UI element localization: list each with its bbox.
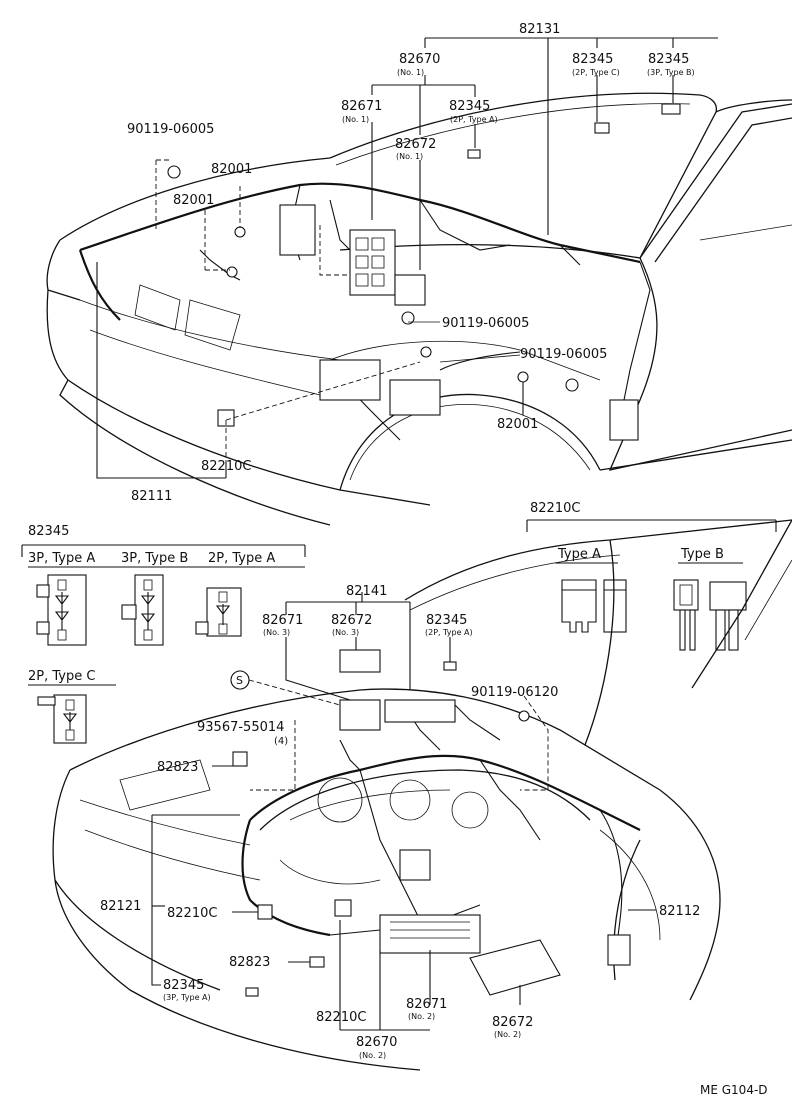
legend-fuse-type-a: Type A bbox=[557, 547, 601, 562]
callout-82345-bot-sub: (3P, Type A) bbox=[163, 993, 211, 1002]
fuse-type-a-icon bbox=[561, 579, 627, 633]
callout-82670-no1-sub: (No. 1) bbox=[397, 68, 424, 77]
legend-type-3p-b: 3P, Type B bbox=[121, 551, 188, 566]
callout-82210c-top: 82210C bbox=[201, 459, 251, 474]
callout-82345-2p-type-c-sub: (2P, Type C) bbox=[572, 68, 620, 77]
bottom-car-drawing bbox=[52, 519, 792, 1071]
callout-82001-a: 82001 bbox=[211, 162, 252, 177]
callout-82672-no1-sub: (No. 1) bbox=[396, 152, 423, 161]
connector-3p-type-b-icon bbox=[121, 574, 164, 646]
callout-82345-2p-type-c: 82345 bbox=[572, 52, 613, 67]
callout-82823-b: 82823 bbox=[229, 955, 270, 970]
callout-82670-no2-sub: (No. 2) bbox=[359, 1051, 386, 1060]
callout-82345-2p-type-a-sub: (2P, Type A) bbox=[450, 115, 498, 124]
top-leader-lines bbox=[96, 37, 718, 479]
callout-82112: 82112 bbox=[659, 904, 700, 919]
legend-type-2p-c: 2P, Type C bbox=[28, 669, 95, 684]
connector-legend: 82345 3P, Type A 3P, Type B 2P, Type A bbox=[21, 524, 306, 744]
callout-82672-no2: 82672 bbox=[492, 1015, 533, 1030]
callout-82672-no3-sub: (No. 3) bbox=[332, 628, 359, 637]
callout-82670-no1: 82670 bbox=[399, 52, 440, 67]
callout-82671-no2-sub: (No. 2) bbox=[408, 1012, 435, 1021]
bottom-leader-lines bbox=[151, 592, 656, 1031]
callout-82672-no3: 82672 bbox=[331, 613, 372, 628]
connector-2p-type-a-icon bbox=[195, 587, 242, 637]
callout-82672-no1: 82672 bbox=[395, 137, 436, 152]
callout-82671-no3-sub: (No. 3) bbox=[263, 628, 290, 637]
legend-fuse-type-b: Type B bbox=[680, 547, 724, 562]
legend-82345-heading: 82345 bbox=[28, 524, 69, 539]
callout-82671-no2: 82671 bbox=[406, 997, 447, 1012]
callout-82345-3p-type-b-sub: (3P, Type B) bbox=[647, 68, 695, 77]
callout-90119-06005-c: 90119-06005 bbox=[520, 347, 607, 362]
connector-3p-type-a-icon bbox=[36, 574, 87, 646]
callout-82210c-bot: 82210C bbox=[316, 1010, 366, 1025]
callout-82001-c: 82001 bbox=[497, 417, 538, 432]
s-mark-letter: S bbox=[236, 674, 243, 687]
callout-82670-no2: 82670 bbox=[356, 1035, 397, 1050]
callout-82345-2p-type-a: 82345 bbox=[449, 99, 490, 114]
s-mark-circle bbox=[230, 670, 250, 690]
callout-90119-06005-a: 90119-06005 bbox=[127, 122, 214, 137]
callout-82671-no1: 82671 bbox=[341, 99, 382, 114]
callout-82111: 82111 bbox=[131, 489, 172, 504]
callout-90119-06120: 90119-06120 bbox=[471, 685, 558, 700]
callout-82345-mid-sub: (2P, Type A) bbox=[425, 628, 473, 637]
legend-82210c-heading: 82210C bbox=[530, 501, 580, 516]
legend-type-2p-a: 2P, Type A bbox=[208, 551, 275, 566]
callout-82345-mid: 82345 bbox=[426, 613, 467, 628]
fuse-legend: 82210C Type A Type B bbox=[526, 501, 777, 651]
callout-82131: 82131 bbox=[519, 22, 560, 37]
callout-90119-06005-b: 90119-06005 bbox=[442, 316, 529, 331]
callout-82671-no1-sub: (No. 1) bbox=[342, 115, 369, 124]
callout-82672-no2-sub: (No. 2) bbox=[494, 1030, 521, 1039]
callout-82141: 82141 bbox=[346, 584, 387, 599]
callout-82210c-mid: 82210C bbox=[167, 906, 217, 921]
fuse-type-b-icon bbox=[673, 579, 747, 651]
callout-82121: 82121 bbox=[100, 899, 141, 914]
figure-code: ME G104-D bbox=[700, 1083, 768, 1097]
callout-82001-b: 82001 bbox=[173, 193, 214, 208]
callout-82345-bot: 82345 bbox=[163, 978, 204, 993]
callout-93567-55014-qty: (4) bbox=[274, 736, 288, 747]
bottom-labels: 82141 82671 (No. 3) 82672 (No. 3) 82345 … bbox=[100, 584, 700, 1060]
top-car-drawing bbox=[46, 92, 792, 526]
callout-82345-3p-type-b: 82345 bbox=[648, 52, 689, 67]
top-labels: 82131 82670 (No. 1) 82345 (2P, Type C) 8… bbox=[127, 22, 695, 504]
connector-2p-type-c-icon bbox=[37, 694, 87, 744]
callout-82823-a: 82823 bbox=[157, 760, 198, 775]
legend-type-3p-a: 3P, Type A bbox=[28, 551, 95, 566]
callout-93567-55014: 93567-55014 bbox=[197, 720, 284, 735]
callout-82671-no3: 82671 bbox=[262, 613, 303, 628]
